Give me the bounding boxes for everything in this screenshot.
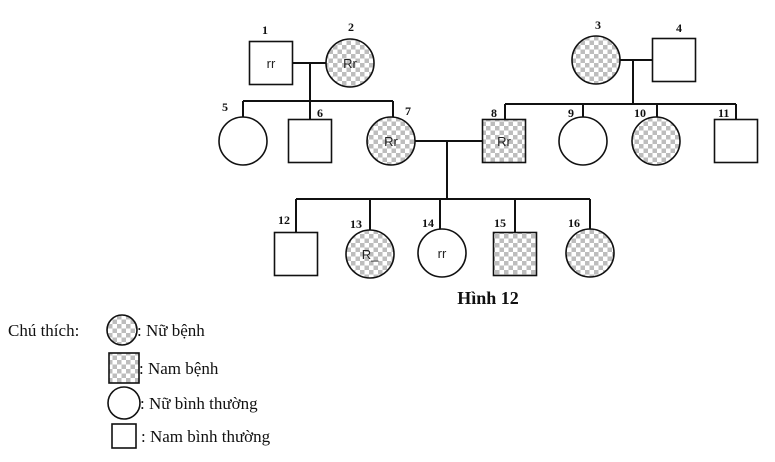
legend-item: : Nam bệnh [108, 352, 219, 384]
individual-12: 12 [273, 213, 319, 277]
individual-6: 6 [287, 106, 333, 164]
individual-number: 16 [568, 216, 580, 230]
affected-female-circle [345, 229, 395, 279]
genotype-label: Rr [384, 134, 398, 149]
legend-label: : Nữ bình thường [140, 394, 258, 413]
normal-male-square [248, 40, 294, 86]
individual-5: 5 [218, 100, 268, 166]
individual-number: 3 [595, 18, 601, 32]
pedigree-lines [242, 59, 737, 232]
individual-14: 14 rr [417, 216, 467, 278]
figure-caption: Hình 12 [457, 288, 519, 308]
normal-female-circle [558, 116, 608, 166]
individual-number: 4 [676, 21, 682, 35]
individual-number: 12 [278, 213, 290, 227]
legend-label: : Nam bình thường [141, 427, 271, 446]
individual-7: 7Rr [366, 104, 416, 166]
affected-female-symbol-icon [106, 314, 138, 346]
individual-1: 1 rr [248, 23, 294, 86]
legend-item: : Nữ bệnh [106, 314, 205, 346]
individual-11: 11 [713, 106, 759, 164]
genotype-label: Rr [497, 134, 511, 149]
individual-15: 15 [492, 216, 538, 277]
genotype-label: Rr [343, 56, 357, 71]
individual-16: 16 [565, 216, 615, 278]
individual-10: 10 [631, 106, 681, 166]
individual-number: 15 [494, 216, 506, 230]
individual-number: 8 [491, 106, 497, 120]
normal-male-square [651, 37, 697, 83]
legend-item: : Nam bình thường [111, 423, 271, 449]
individual-3: 3 [571, 18, 621, 85]
normal-male-symbol-icon [111, 423, 137, 449]
individual-9: 9 [558, 106, 608, 166]
normal-male-square [273, 231, 319, 277]
normal-female-symbol-icon [107, 386, 141, 420]
individual-13: 13R_ [345, 217, 395, 279]
individual-number: 11 [718, 106, 729, 120]
legend-title: Chú thích: [8, 321, 79, 340]
individual-number: 13 [350, 217, 362, 231]
individual-number: 10 [634, 106, 646, 120]
affected-male-symbol-icon [108, 352, 140, 384]
genotype-label: R_ [362, 247, 379, 262]
affected-male-square [481, 118, 527, 164]
individual-8: 8Rr [481, 106, 527, 164]
normal-female-circle [218, 116, 268, 166]
legend-item: : Nữ bình thường [107, 386, 258, 420]
individual-number: 9 [568, 106, 574, 120]
legend-label: : Nữ bệnh [137, 321, 205, 340]
legend-label: : Nam bệnh [139, 359, 219, 378]
individual-number: 5 [222, 100, 228, 114]
individual-number: 7 [405, 104, 411, 118]
individual-number: 14 [422, 216, 434, 230]
affected-female-circle [366, 116, 416, 166]
genotype-label: rr [267, 56, 276, 71]
legend: Chú thích: : Nữ bệnh : Nam bệnh : Nữ bình … [8, 314, 271, 449]
affected-male-square [492, 231, 538, 277]
affected-female-circle [631, 116, 681, 166]
individual-number: 1 [262, 23, 268, 37]
affected-female-circle [571, 35, 621, 85]
normal-male-square [713, 118, 759, 164]
individual-2: 2Rr [325, 20, 375, 88]
genotype-label: rr [438, 246, 447, 261]
individual-4: 4 [651, 21, 697, 83]
affected-female-circle [325, 38, 375, 88]
affected-female-circle [565, 228, 615, 278]
normal-female-circle [417, 228, 467, 278]
normal-male-square [287, 118, 333, 164]
individual-number: 6 [317, 106, 323, 120]
individual-number: 2 [348, 20, 354, 34]
